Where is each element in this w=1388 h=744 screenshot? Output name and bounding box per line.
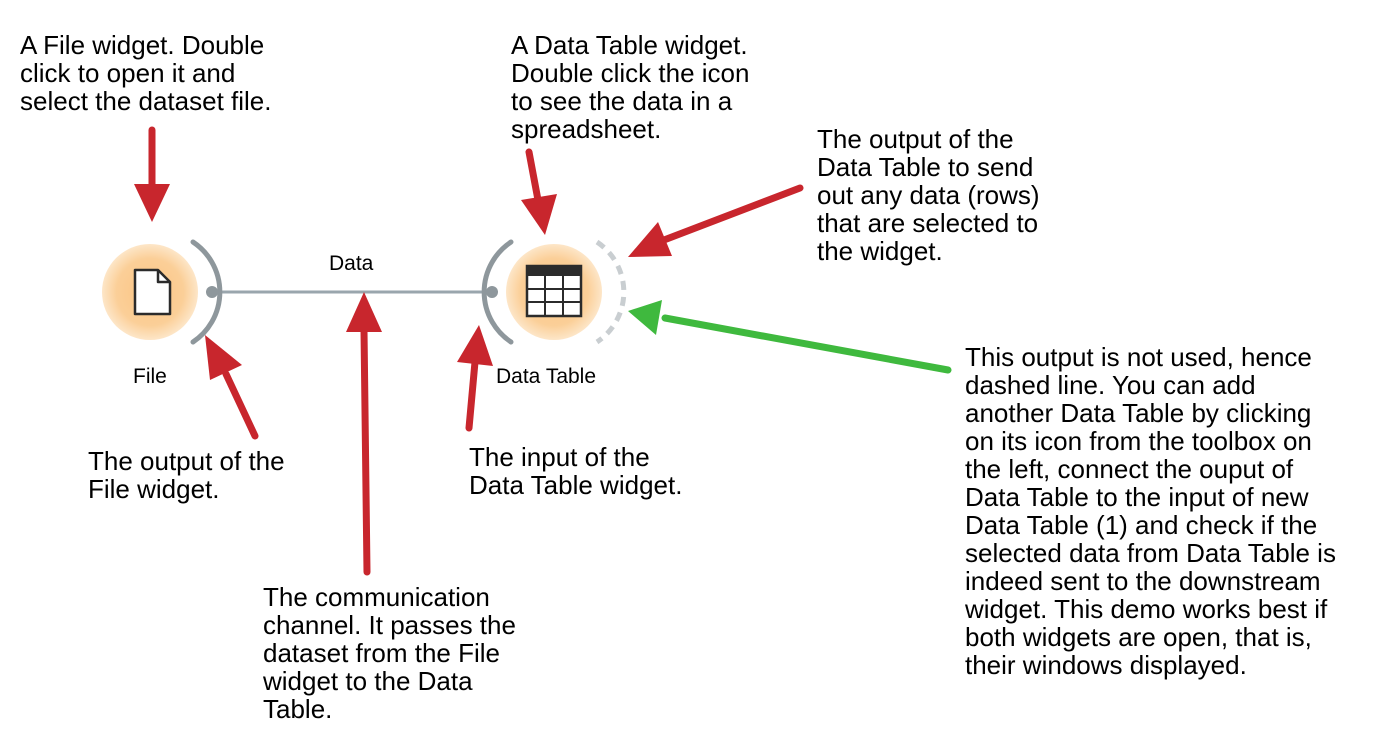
data-table-widget-label: Data Table bbox=[496, 365, 597, 388]
file-output-port-arc[interactable] bbox=[190, 239, 223, 345]
annotation-data-table-widget: A Data Table widget. Double click the ic… bbox=[511, 30, 750, 144]
annotation-channel: The communication channel. It passes the… bbox=[263, 582, 516, 724]
arrow-channel bbox=[346, 292, 382, 576]
annotation-file-output: The output of the File widget. bbox=[88, 446, 285, 504]
data-table-input-port-arc[interactable] bbox=[481, 239, 514, 345]
arrow-unused-output bbox=[628, 300, 952, 374]
table-icon bbox=[525, 264, 583, 318]
annotation-file-widget: A File widget. Double click to open it a… bbox=[20, 30, 272, 116]
file-widget[interactable] bbox=[102, 244, 198, 340]
file-output-anchor[interactable] bbox=[206, 286, 218, 298]
file-widget-label: File bbox=[133, 365, 167, 388]
annotation-unused-output: This output is not used, hence dashed li… bbox=[965, 342, 1336, 680]
arrow-file-output bbox=[205, 335, 259, 440]
arrow-data-table-widget bbox=[521, 148, 557, 235]
annotation-data-table-input: The input of the Data Table widget. bbox=[469, 442, 683, 500]
data-table-input-anchor[interactable] bbox=[486, 286, 498, 298]
document-icon bbox=[133, 268, 172, 316]
arrow-file-widget bbox=[134, 126, 170, 222]
annotation-data-table-output: The output of the Data Table to send out… bbox=[817, 124, 1040, 266]
data-table-output-port-arc-unused[interactable] bbox=[595, 239, 627, 345]
data-table-widget[interactable] bbox=[506, 244, 602, 340]
channel-label: Data bbox=[329, 252, 374, 275]
arrow-data-table-output bbox=[628, 184, 804, 257]
arrow-data-table-input bbox=[457, 325, 493, 432]
